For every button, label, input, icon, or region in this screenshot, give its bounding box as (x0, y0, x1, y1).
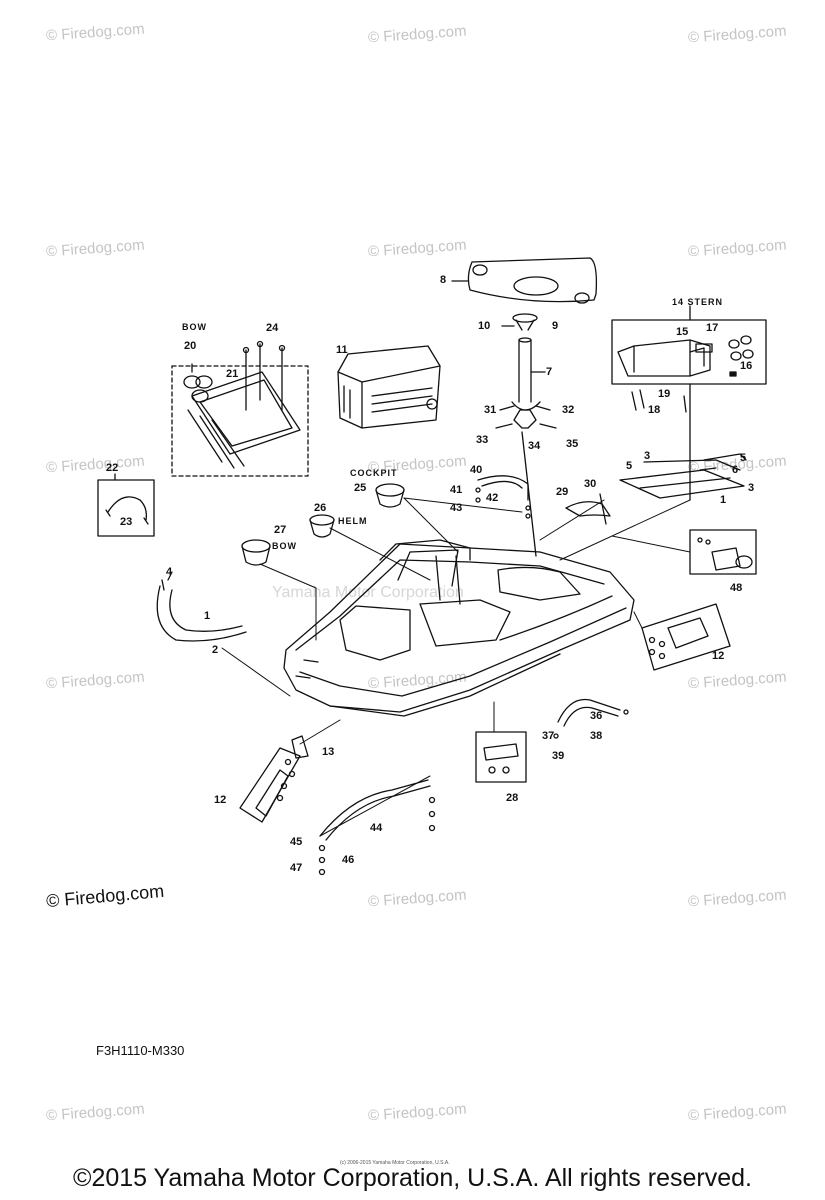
part-11-cooler (337, 345, 441, 429)
callout-40: 40 (470, 464, 483, 476)
part-28-kit (475, 731, 527, 783)
callout-16: 16 (740, 360, 753, 372)
callout-25: 25 (354, 482, 367, 494)
callout-39: 39 (552, 750, 565, 762)
part-27-cup-holder (241, 539, 271, 566)
callout-33: 33 (476, 434, 489, 446)
callout-27: 27 (274, 524, 287, 536)
callout-23: 23 (120, 516, 133, 528)
callout-12: 12 (712, 650, 725, 662)
callout-5b: 5 (626, 460, 633, 472)
callout-3b: 3 (748, 482, 755, 494)
callout-38: 38 (590, 730, 603, 742)
callout-28: 28 (506, 792, 519, 804)
callout-24: 24 (266, 322, 279, 334)
callout-20: 20 (184, 340, 197, 352)
callout-36: 36 (590, 710, 603, 722)
callout-2: 2 (212, 644, 219, 656)
callout-46: 46 (342, 854, 355, 866)
callout-42: 42 (486, 492, 499, 504)
callout-43: 43 (450, 502, 463, 514)
part-3-rails (619, 453, 747, 499)
callout-7: 7 (546, 366, 553, 378)
callout-35: 35 (566, 438, 579, 450)
callout-10: 10 (478, 320, 491, 332)
callout-34: 34 (528, 440, 541, 452)
callout-26: 26 (314, 502, 327, 514)
part-12-right (641, 603, 731, 671)
part-7-pylon (495, 313, 557, 557)
copyright-notice: ©2015 Yamaha Motor Corporation, U.S.A. A… (73, 1164, 752, 1192)
part-1-cables (156, 571, 247, 642)
part-13-bracket (291, 735, 309, 759)
faint-text: Yamaha Motor Corporation (272, 584, 464, 601)
label-cockpit: COCKPIT (350, 468, 398, 478)
callout-21: 21 (226, 368, 239, 380)
callout-48: 48 (730, 582, 743, 594)
label-bow: BOW (272, 541, 297, 551)
label-stern: 14 STERN (672, 297, 724, 307)
part-8-cover (451, 257, 598, 304)
tiny-copyright: (c) 2006-2015 Yamaha Motor Corporation, … (340, 1160, 450, 1166)
part-18-bolts (631, 389, 687, 413)
part-29-bracket (565, 493, 611, 525)
callout-9: 9 (552, 320, 559, 332)
callout-13: 13 (322, 746, 335, 758)
part-14-stern-kit (611, 305, 767, 501)
callout-29: 29 (556, 486, 569, 498)
callout-3: 3 (644, 450, 651, 462)
part-20-bow-ladder (171, 340, 309, 477)
diagram-code: F3H1110-M330 (96, 1043, 185, 1058)
part-12-left (239, 747, 301, 823)
callout-45: 45 (290, 836, 303, 848)
callout-11: 11 (336, 344, 348, 356)
callout-15: 15 (676, 326, 689, 338)
callout-44: 44 (370, 822, 383, 834)
callout-41: 41 (450, 484, 463, 496)
callout-22: 22 (106, 462, 119, 474)
callout-5: 5 (740, 452, 747, 464)
callout-1: 1 (720, 494, 727, 506)
label-helm: HELM (338, 516, 368, 526)
boat-hull (283, 539, 635, 717)
part-48-kit (689, 529, 757, 575)
callout-1b: 1 (204, 610, 211, 622)
leader-lines (221, 497, 691, 837)
callout-6: 6 (732, 464, 739, 476)
callout-12b: 12 (214, 794, 227, 806)
callout-37: 37 (542, 730, 555, 742)
part-22-hose (97, 473, 155, 537)
callout-8: 8 (440, 274, 447, 286)
part-26-cup-holder (309, 514, 335, 538)
part-25-cup-holder (375, 483, 405, 508)
callout-32: 32 (562, 404, 575, 416)
part-36-rail (553, 698, 629, 739)
callout-17: 17 (706, 322, 719, 334)
callout-18: 18 (648, 404, 661, 416)
callout-19: 19 (658, 388, 671, 400)
part-40-handle (475, 475, 531, 519)
callout-30: 30 (584, 478, 597, 490)
callout-4: 4 (166, 566, 173, 578)
label-bow-top: BOW (182, 322, 207, 332)
callout-47: 47 (290, 862, 303, 874)
callout-31: 31 (484, 404, 497, 416)
